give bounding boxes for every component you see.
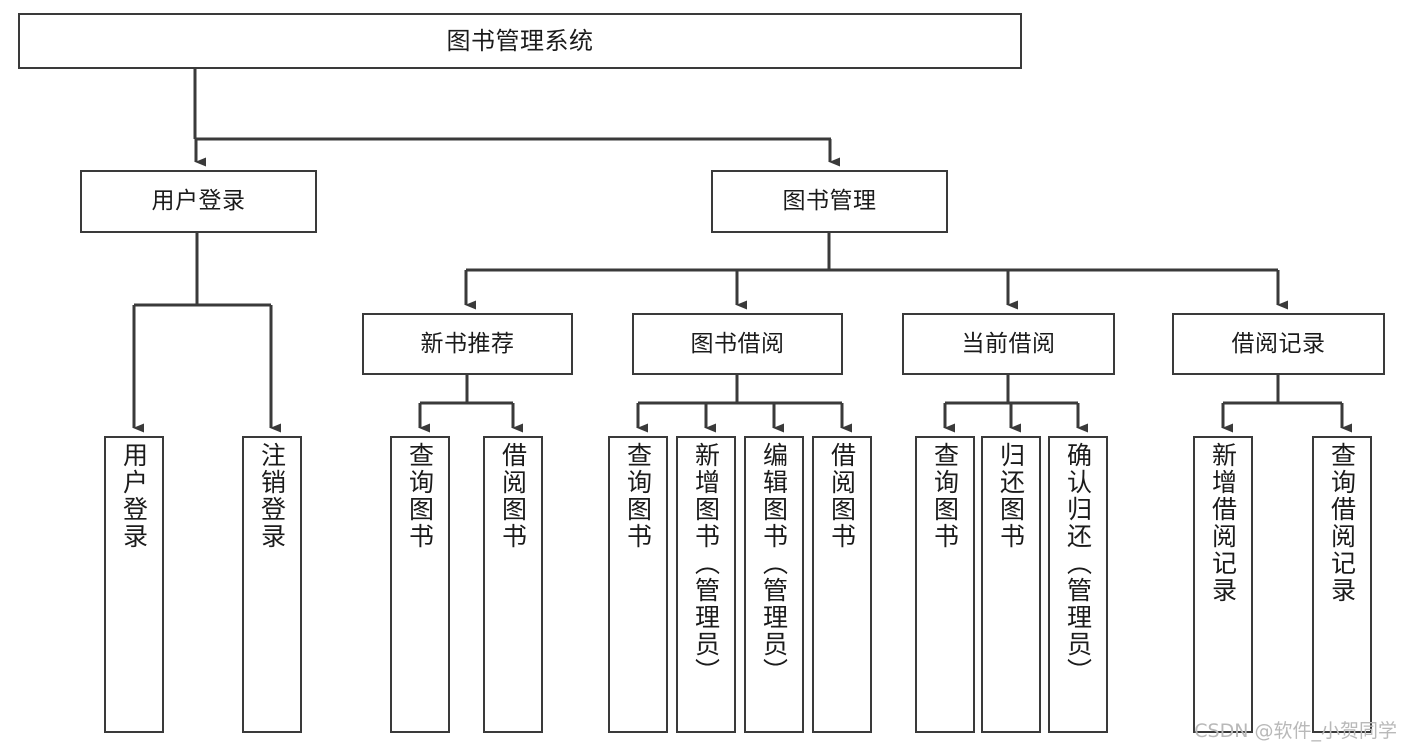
node-new-book-recommendation[interactable]: 新书推荐 [362, 313, 573, 375]
node-book-borrowing[interactable]: 图书借阅 [632, 313, 843, 375]
node-label: 图书借阅 [690, 330, 785, 357]
node-user-login[interactable]: 用户登录 [80, 170, 317, 233]
leaf-book-borrow-borrow-books[interactable]: 借阅图书 [812, 436, 872, 733]
node-label: 确认归还（管理员） [1063, 442, 1093, 685]
node-label: 图书管理 [782, 188, 877, 214]
node-label: 查询图书 [405, 442, 435, 550]
node-label: 借阅图书 [827, 442, 857, 550]
leaf-book-borrow-edit-book-admin[interactable]: 编辑图书（管理员） [744, 436, 804, 733]
node-label: 借阅图书 [498, 442, 528, 550]
leaf-new-book-borrow-books[interactable]: 借阅图书 [483, 436, 543, 733]
leaf-current-borrow-confirm-return-admin[interactable]: 确认归还（管理员） [1048, 436, 1108, 733]
leaf-user-login-login[interactable]: 用户登录 [104, 436, 164, 733]
leaf-borrow-record-query-record[interactable]: 查询借阅记录 [1312, 436, 1372, 733]
node-label: 注销登录 [257, 442, 287, 550]
leaf-book-borrow-query-books[interactable]: 查询图书 [608, 436, 668, 733]
node-book-management[interactable]: 图书管理 [711, 170, 948, 233]
node-label: 用户登录 [151, 188, 246, 214]
node-label: 图书管理系统 [446, 27, 594, 55]
node-current-borrowing[interactable]: 当前借阅 [902, 313, 1115, 375]
node-label: 查询借阅记录 [1327, 442, 1357, 604]
node-label: 新增图书（管理员） [691, 442, 721, 685]
node-label: 查询图书 [623, 442, 653, 550]
node-label: 借阅记录 [1231, 330, 1326, 357]
leaf-borrow-record-add-record[interactable]: 新增借阅记录 [1193, 436, 1253, 733]
leaf-current-borrow-query-books[interactable]: 查询图书 [915, 436, 975, 733]
leaf-current-borrow-return-books[interactable]: 归还图书 [981, 436, 1041, 733]
node-label: 编辑图书（管理员） [759, 442, 789, 685]
node-label: 新书推荐 [420, 330, 515, 357]
node-label: 新增借阅记录 [1208, 442, 1238, 604]
node-borrowing-record[interactable]: 借阅记录 [1172, 313, 1385, 375]
node-label: 查询图书 [930, 442, 960, 550]
leaf-new-book-query-books[interactable]: 查询图书 [390, 436, 450, 733]
leaf-user-login-logout[interactable]: 注销登录 [242, 436, 302, 733]
node-label: 当前借阅 [961, 330, 1056, 357]
node-label: 归还图书 [996, 442, 1026, 550]
node-root-book-management-system[interactable]: 图书管理系统 [18, 13, 1022, 69]
node-label: 用户登录 [119, 442, 149, 550]
leaf-book-borrow-add-book-admin[interactable]: 新增图书（管理员） [676, 436, 736, 733]
